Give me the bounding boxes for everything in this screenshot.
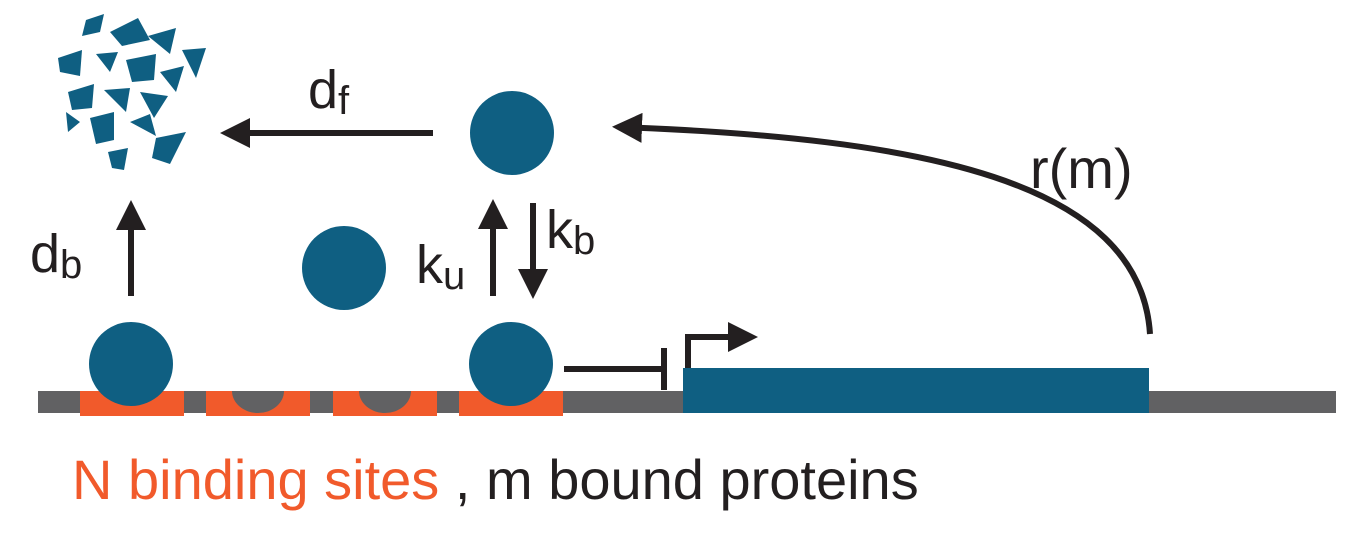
gene-body (683, 368, 1149, 413)
free-protein-top (470, 91, 554, 175)
bound-protein-1 (89, 322, 173, 406)
caption-binding-sites: N binding sites (72, 448, 440, 511)
db-label: db (30, 224, 82, 287)
binding-site-2 (206, 391, 310, 416)
ku-label: ku (416, 235, 465, 298)
rm-arrow (612, 112, 1153, 335)
kb-label: kb (546, 200, 595, 263)
df-label: df (308, 60, 350, 123)
promoter-arrow-icon (685, 322, 758, 368)
free-protein-middle (302, 226, 386, 310)
binding-site-3 (333, 391, 437, 416)
caption-bound-proteins: , m bound proteins (439, 448, 919, 511)
caption: N binding sites , m bound proteins (72, 452, 919, 508)
rm-label: r(m) (1030, 137, 1133, 200)
repression-bar-icon (564, 348, 667, 390)
bound-protein-2 (469, 322, 553, 406)
degraded-protein-icon (58, 14, 206, 170)
